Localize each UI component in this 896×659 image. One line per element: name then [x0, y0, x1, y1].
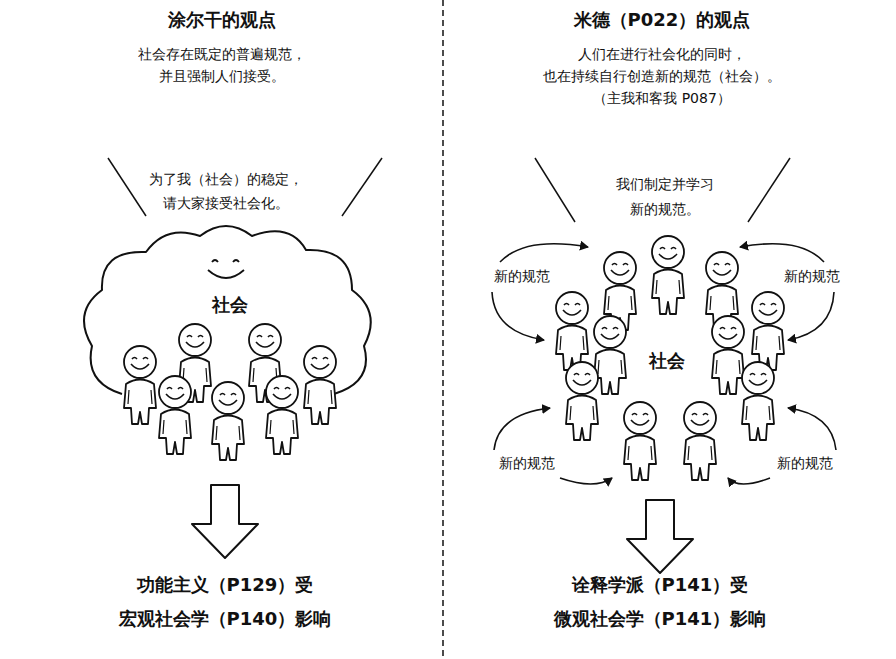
norm-label: 新的规范	[784, 267, 840, 285]
norm-label: 新的规范	[494, 267, 550, 285]
speech-text: 为了我（社会）的稳定， 请大家接受社会化。	[141, 168, 311, 216]
node-text: 社会	[70, 293, 390, 317]
description: 人们在进行社会化的同时， 也在持续自行创造新的规范（社会）。	[532, 44, 792, 87]
heading: 米德（P022）的观点	[574, 8, 751, 31]
society-cloud: 社会	[70, 215, 390, 415]
conclusion: 诠释学派（P141）受 微观社会学（P141）影响	[548, 568, 773, 636]
conclusion: 功能主义（P129）受 宏观社会学（P140）影响	[113, 568, 338, 636]
reference-note: （主我和客我 P087）	[593, 89, 731, 107]
society-label: 社会	[649, 349, 685, 372]
speech-text: 我们制定并学习 新的规范。	[610, 172, 720, 222]
norm-label: 新的规范	[777, 454, 833, 472]
description: 社会存在既定的普遍规范， 并且强制人们接受。	[132, 44, 312, 87]
heading: 涂尔干的观点	[168, 8, 276, 31]
norm-label: 新的规范	[499, 454, 555, 472]
divider	[442, 0, 444, 659]
